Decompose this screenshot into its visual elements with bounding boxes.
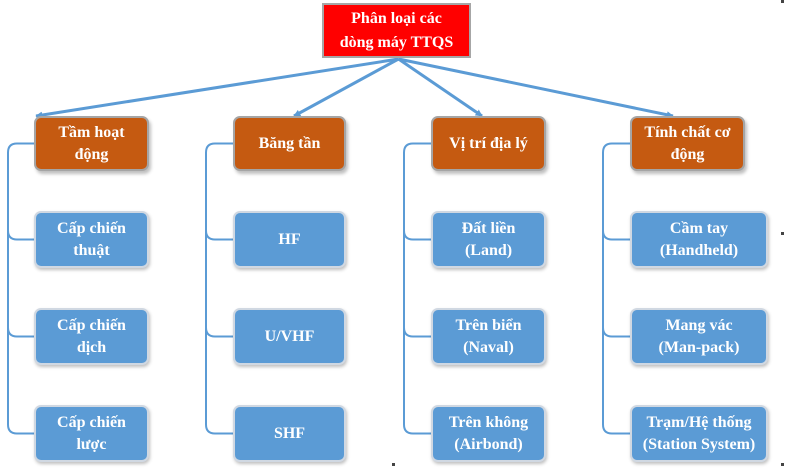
branch-connectors: [7, 142, 630, 435]
root-arrows: [35, 57, 674, 119]
connector-trunk-2: [403, 142, 431, 435]
category-node-frequency-band: Băng tần: [233, 116, 346, 171]
connector-branch-3-0: [602, 230, 630, 241]
leaf-node-naval: Trên biển (Naval): [431, 308, 546, 365]
connector-branch-1-0: [205, 230, 233, 241]
connector-branch-2-1: [403, 327, 431, 338]
leaf-node-handheld: Cầm tay (Handheld): [630, 211, 768, 268]
leaf-node-shf: SHF: [233, 405, 346, 462]
connector-trunk-1: [205, 142, 233, 435]
leaf-node-strategic: Cấp chiến lược: [34, 405, 149, 462]
resize-handle-dot: [781, 463, 784, 466]
leaf-node-airborne: Trên không (Airbond): [431, 405, 546, 462]
leaf-node-hf: HF: [233, 211, 346, 268]
connector-branch-0-0: [7, 230, 34, 241]
leaf-node-land: Đất liền (Land): [431, 211, 546, 268]
leaf-node-uvhf: U/VHF: [233, 308, 346, 365]
arrow-to-category-1: [293, 57, 400, 118]
leaf-node-station-system: Trạm/Hệ thống (Station System): [630, 405, 768, 462]
resize-handle-dot: [781, 232, 784, 235]
connector-branch-0-1: [7, 327, 34, 338]
connector-branch-3-1: [602, 327, 630, 338]
resize-handle-dot: [781, 0, 784, 3]
category-node-mobility: Tính chất cơ động: [630, 116, 745, 171]
category-node-location: Vị trí địa lý: [431, 116, 546, 171]
leaf-node-tactical: Cấp chiến thuật: [34, 211, 149, 268]
arrow-to-category-2: [397, 57, 483, 118]
connector-branch-2-0: [403, 230, 431, 241]
arrow-to-category-0: [35, 57, 399, 119]
leaf-node-operational: Cấp chiến dịch: [34, 308, 149, 365]
connector-branch-1-1: [205, 327, 233, 338]
root-node: Phân loại các dòng máy TTQS: [322, 3, 471, 58]
resize-handle-dot: [392, 463, 395, 466]
connector-trunk-3: [602, 142, 630, 435]
connector-trunk-0: [7, 142, 34, 435]
leaf-node-manpack: Mang vác (Man-pack): [630, 308, 768, 365]
category-node-range: Tầm hoạt động: [34, 116, 149, 171]
arrow-to-category-3: [398, 57, 674, 119]
